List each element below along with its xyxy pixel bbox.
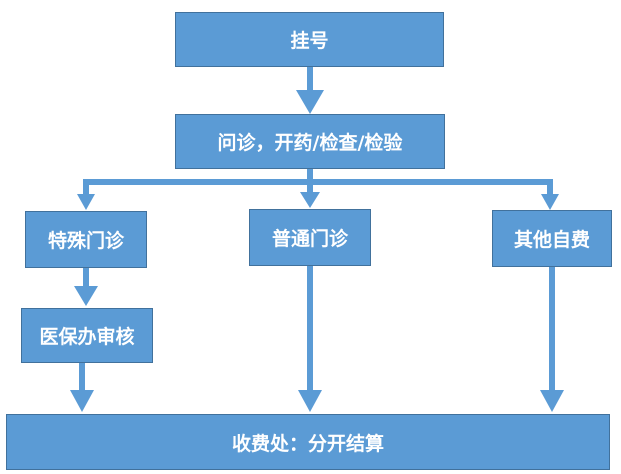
arrowhead-cashier-middle (298, 390, 322, 412)
node-consultation: 问诊，开药/检查/检验 (175, 114, 445, 169)
node-general-clinic: 普通门诊 (249, 209, 371, 266)
arrowhead-cashier-left (70, 390, 94, 412)
node-insurance-review: 医保办审核 (21, 308, 153, 363)
arrowhead-cashier-right (540, 390, 564, 412)
node-cashier: 收费处：分开结算 (6, 414, 610, 470)
node-self-pay: 其他自费 (492, 210, 612, 267)
arrowhead-special-clinic (77, 194, 95, 210)
arrowhead-insurance-review (74, 286, 98, 306)
arrowhead-general-clinic (300, 192, 320, 208)
arrowhead-consultation (296, 90, 324, 114)
node-special-clinic: 特殊门诊 (25, 211, 147, 268)
arrowhead-self-pay (541, 194, 559, 210)
node-registration: 挂号 (175, 12, 444, 67)
